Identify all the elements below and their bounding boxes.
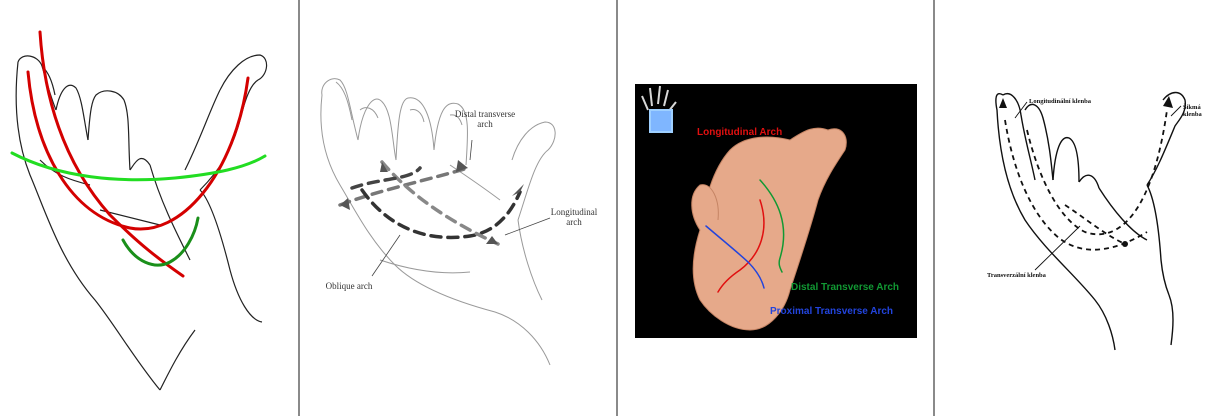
hand-outline-drawing-4	[935, 0, 1207, 416]
panel-divider-2	[616, 0, 618, 416]
panel-hand-dashed-arches: Distal transverse arch Longitudinal arch…	[300, 0, 616, 416]
label-longitudinal-arch-red: Longitudinal Arch	[697, 127, 782, 138]
red-longitudinal-arch-curve	[28, 72, 248, 229]
panel-hand-czech-arches: Longitudinální klenba Šikmá klenba Trans…	[935, 0, 1207, 416]
label-proximal-transverse-arch-blue: Proximal Transverse Arch	[770, 306, 893, 317]
dashed-oblique-arch-czech	[1027, 110, 1167, 234]
panel-hand-photo-arches	[635, 84, 917, 338]
hand-outline-drawing-1	[0, 0, 298, 416]
panel-hand-colored-arches	[0, 0, 298, 416]
label-distal-transverse-arch-green: Distal Transverse Arch	[791, 282, 899, 293]
dashed-transverse-arch-czech	[1065, 205, 1125, 244]
label-longitudinalni-klenba: Longitudinální klenba	[1029, 98, 1091, 105]
label-oblique-arch: Oblique arch	[314, 282, 384, 292]
red-longitudinal-arch-steep	[40, 32, 183, 276]
label-longitudinal-arch: Longitudinal arch	[546, 208, 602, 228]
label-transverzalni-klenba: Transverzální klenba	[987, 272, 1046, 279]
label-distal-transverse-arch: Distal transverse arch	[450, 110, 520, 130]
label-sikma-klenba: Šikmá klenba	[1183, 104, 1202, 118]
